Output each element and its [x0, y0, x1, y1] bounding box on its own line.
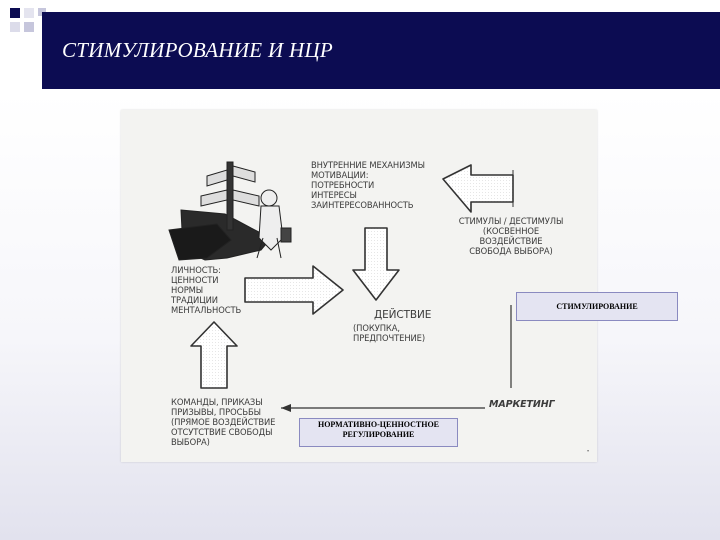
scanned-diagram: • ВНУТРЕННИЕ МЕХАНИЗМЫ МОТИВАЦИИ: ПОТРЕБ… — [121, 110, 597, 462]
stimuli-label: СТИМУЛЫ / ДЕСТИМУЛЫ (КОСВЕННОЕ ВОЗДЕЙСТВ… — [458, 216, 564, 256]
commands-label: КОМАНДЫ, ПРИКАЗЫ ПРИЗЫВЫ, ПРОСЬБЫ (ПРЯМО… — [171, 397, 276, 447]
action-sub-label: (ПОКУПКА, ПРЕДПОЧТЕНИЕ) — [353, 323, 426, 343]
marketing-label: МАРКЕТИНГ — [489, 399, 555, 410]
personality-label: ЛИЧНОСТЬ: ЦЕННОСТИ НОРМЫ ТРАДИЦИИ МЕНТАЛ… — [171, 265, 242, 315]
inner-mechanisms-label: ВНУТРЕННИЕ МЕХАНИЗМЫ МОТИВАЦИИ: ПОТРЕБНО… — [311, 160, 425, 210]
arrow-down-to-action — [352, 227, 400, 301]
arrow-up-to-personality — [190, 321, 238, 389]
decor-square — [10, 22, 20, 32]
decor-square — [24, 22, 34, 32]
title-bar — [42, 12, 720, 89]
person-figure — [168, 161, 292, 261]
action-label: ДЕЙСТВИЕ — [374, 309, 432, 321]
decor-square — [24, 8, 34, 18]
normative-regulation-box: НОРМАТИВНО-ЦЕННОСТНОЕ РЕГУЛИРОВАНИЕ — [299, 418, 458, 447]
arrow-left-to-mechanisms — [442, 164, 514, 213]
stimulation-box: СТИМУЛИРОВАНИЕ — [516, 292, 678, 321]
decor-square — [10, 8, 20, 18]
diagram-arrows: • — [168, 161, 589, 455]
marketing-arrow-head — [281, 404, 291, 412]
slide-title: СТИМУЛИРОВАНИЕ И НЦР — [62, 38, 334, 62]
svg-text:•: • — [587, 449, 589, 455]
arrow-right-to-action — [244, 265, 344, 315]
